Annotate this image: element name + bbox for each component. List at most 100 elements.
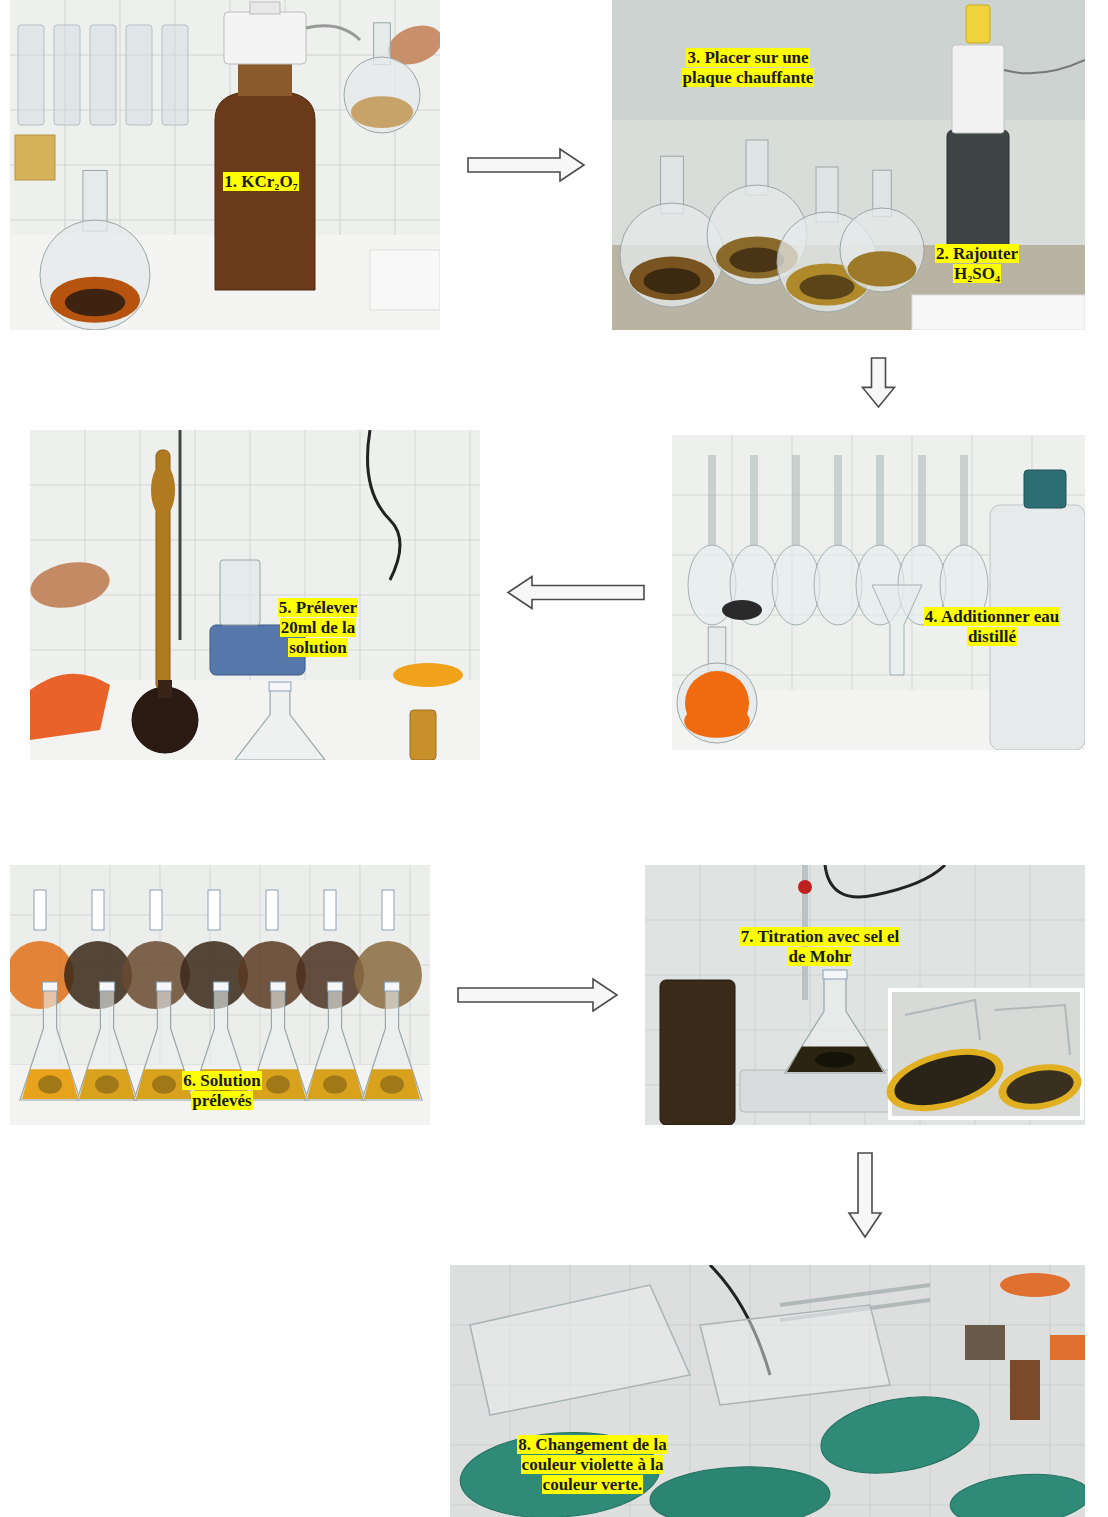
photo-content <box>10 0 440 330</box>
shape <box>948 1469 1085 1517</box>
step-label: 6. Solution prélevés <box>182 1071 261 1110</box>
shape <box>158 680 172 698</box>
step-label: 7. Titration avec sel el de Mohr <box>740 927 901 966</box>
step-label: 8. Changement de la couleur violette à l… <box>517 1435 667 1494</box>
shape <box>40 220 150 330</box>
shape <box>323 1075 347 1093</box>
shape <box>95 1075 119 1093</box>
shape <box>730 248 785 273</box>
step-label-box: 2. Rajouter H₂SO₄ <box>922 244 1032 284</box>
shape <box>42 982 57 991</box>
step-photo: 6. Solution prélevés <box>10 865 430 1125</box>
shape <box>344 57 420 133</box>
shape <box>54 25 80 125</box>
shape <box>815 1386 985 1485</box>
step-label: 1. KCr₂O₇ <box>223 172 298 191</box>
step-arrow <box>863 358 895 407</box>
shape <box>18 25 44 125</box>
wall-tiles <box>10 865 430 1125</box>
shape <box>20 990 80 1100</box>
shape <box>305 990 365 1100</box>
shape <box>660 980 735 1125</box>
step-photo: 7. Titration avec sel el de Mohr <box>645 865 1085 1125</box>
step-label-box: 4. Additionner eau distillé <box>922 607 1062 647</box>
shape <box>151 464 175 516</box>
shape <box>823 970 847 979</box>
shape <box>351 96 413 128</box>
flask-neck <box>834 455 842 545</box>
shape <box>1010 1360 1040 1420</box>
shape <box>10 865 430 1125</box>
shape <box>269 682 291 691</box>
wall-tiles <box>10 0 440 330</box>
shape <box>208 890 220 930</box>
shape <box>677 663 757 743</box>
shape <box>38 1075 62 1093</box>
wall-tiles <box>645 865 1085 1125</box>
shape <box>92 890 104 930</box>
shape <box>324 890 336 930</box>
shape <box>905 1000 1070 1055</box>
tile-joint <box>645 975 1085 976</box>
shape <box>840 208 924 292</box>
shape <box>825 865 945 897</box>
shape <box>235 690 325 760</box>
shape <box>672 435 1085 750</box>
shape <box>238 62 292 96</box>
photo-illustration <box>10 0 440 330</box>
step-photo: 5. Prélever 20ml de la solution <box>30 430 480 760</box>
step-photo: 4. Additionner eau distillé <box>672 435 1085 750</box>
shape <box>150 890 162 930</box>
shape <box>1004 60 1085 73</box>
step-label: 3. Placer sur une plaque chauffante <box>682 48 815 87</box>
flask-neck <box>750 455 758 545</box>
shape <box>384 982 399 991</box>
photo-illustration <box>612 0 1085 330</box>
shape <box>740 1070 910 1112</box>
shape <box>368 430 401 580</box>
shape <box>22 1069 78 1099</box>
shape <box>370 250 440 310</box>
shape <box>79 1069 135 1099</box>
shape <box>266 1075 290 1093</box>
shape <box>156 982 171 991</box>
photo-content <box>30 430 480 760</box>
shape <box>215 92 315 290</box>
shape <box>800 275 855 300</box>
shape <box>122 941 190 1009</box>
shape <box>90 25 116 125</box>
shape <box>1024 470 1066 508</box>
shape <box>393 663 463 687</box>
shape <box>362 990 422 1100</box>
shape <box>410 710 436 760</box>
step-arrow <box>849 1153 881 1237</box>
step-arrow <box>468 149 584 181</box>
tile-joint <box>30 485 480 486</box>
shape <box>65 289 126 317</box>
shape <box>814 545 862 625</box>
shape <box>889 1045 1001 1114</box>
shape <box>30 556 113 613</box>
photo-content <box>450 1265 1085 1517</box>
shape <box>250 2 280 14</box>
shape <box>30 674 110 740</box>
shape <box>382 890 394 930</box>
tile-joint <box>930 1265 931 1517</box>
step-label: 4. Additionner eau distillé <box>924 607 1060 646</box>
shape <box>266 890 278 930</box>
shape <box>1050 1335 1085 1360</box>
shape <box>10 1065 430 1125</box>
shape <box>649 1464 831 1517</box>
shape <box>872 585 922 675</box>
step-photo: 8. Changement de la couleur violette à l… <box>450 1265 1085 1517</box>
step-arrow <box>508 577 644 609</box>
shape <box>952 45 1004 133</box>
shape <box>880 1037 1010 1122</box>
shape <box>848 251 917 286</box>
shape <box>912 295 1085 330</box>
photo-content <box>10 865 430 1125</box>
shape <box>220 560 260 625</box>
tile-joint <box>870 1265 871 1517</box>
shape <box>995 1058 1085 1116</box>
